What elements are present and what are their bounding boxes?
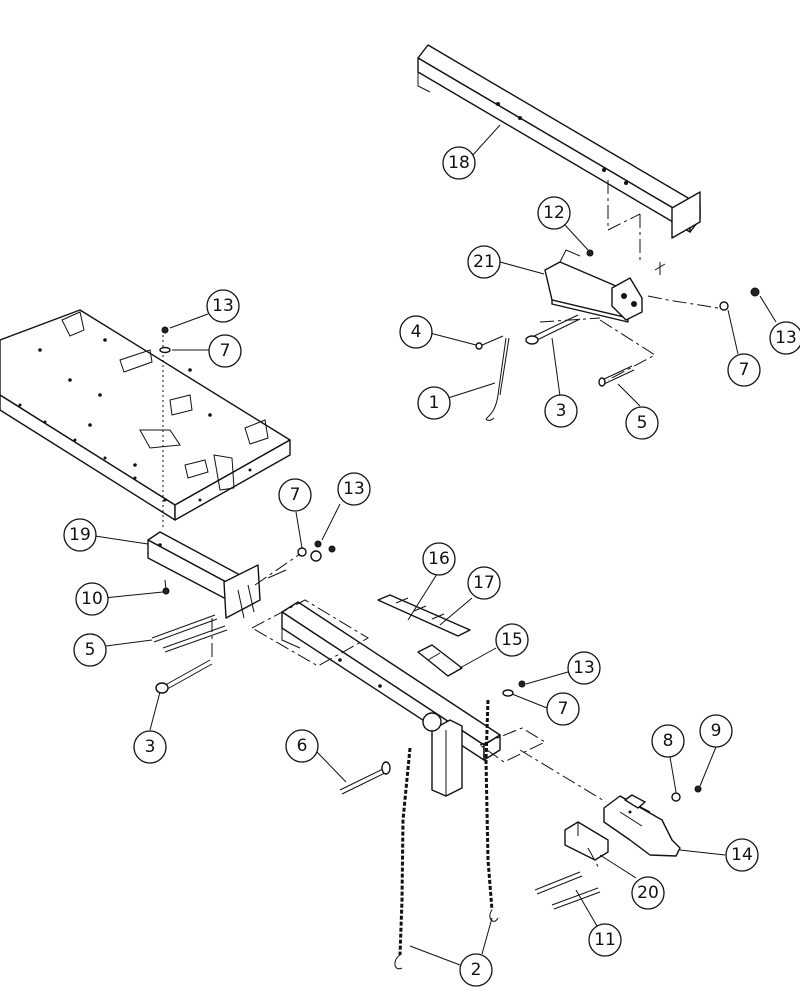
callout-21-label: 21	[473, 252, 495, 272]
callout-20: 20	[631, 876, 665, 910]
callout-17-label: 17	[473, 573, 495, 593]
callout-4: 4	[399, 315, 433, 349]
callout-13-chain-label: 13	[573, 658, 595, 678]
callout-12: 12	[537, 196, 571, 230]
bracket-part-20	[564, 821, 609, 861]
callout-16: 16	[422, 542, 456, 576]
callout-8: 8	[651, 724, 685, 758]
callout-21: 21	[467, 245, 501, 279]
callout-13-upper-right-label: 13	[775, 328, 797, 348]
callout-13-chain: 13	[567, 651, 601, 685]
callout-9: 9	[699, 714, 733, 748]
nut-part-13-upper	[750, 287, 760, 297]
pin-part-3-lower	[155, 659, 213, 694]
callout-12-label: 12	[543, 203, 565, 223]
leader-lines	[94, 124, 777, 966]
callout-7-mid: 7	[278, 478, 312, 512]
washer-part-7-deck	[159, 346, 171, 354]
bolt-part-6	[339, 761, 391, 795]
callout-2-label: 2	[471, 960, 482, 980]
callout-3-upper-label: 3	[556, 401, 567, 421]
callout-5-upper: 5	[625, 406, 659, 440]
callout-6: 6	[285, 729, 319, 763]
nut-part-13-mid	[314, 540, 322, 548]
bolt-part-5-upper	[598, 365, 635, 387]
callout-18-label: 18	[448, 153, 470, 173]
decal-part-16	[377, 594, 471, 637]
callout-3-lower: 3	[133, 730, 167, 764]
callout-6-label: 6	[297, 736, 308, 756]
callout-10: 10	[75, 582, 109, 616]
washer-part-7-upper	[719, 301, 729, 311]
callout-7-upper-right-label: 7	[739, 360, 750, 380]
nut-part-13-mid-b	[328, 545, 336, 553]
callout-14: 14	[725, 838, 759, 872]
callout-7-upper-right: 7	[727, 353, 761, 387]
callout-7-deck: 7	[208, 334, 242, 368]
callout-13-mid: 13	[337, 472, 371, 506]
callout-13-mid-label: 13	[343, 479, 365, 499]
bolts-part-5-lower	[151, 614, 228, 653]
bolts-part-11	[534, 871, 601, 910]
callout-5-lower-label: 5	[85, 640, 96, 660]
callout-11-label: 11	[594, 930, 616, 950]
callout-7-deck-label: 7	[220, 341, 231, 361]
callout-3-upper: 3	[544, 394, 578, 428]
callout-20-label: 20	[637, 883, 659, 903]
callout-19-label: 19	[69, 525, 91, 545]
callout-2: 2	[459, 953, 493, 987]
nut-part-9	[694, 785, 702, 793]
callout-7-chain-label: 7	[558, 699, 569, 719]
deck-plate	[0, 309, 291, 521]
callout-13-deck: 13	[206, 289, 240, 323]
callout-14-label: 14	[731, 845, 753, 865]
callout-15: 15	[495, 623, 529, 657]
hitch-bracket-part-21	[544, 249, 666, 323]
jack-post	[422, 712, 463, 797]
bolt-head-part-10	[162, 587, 170, 595]
lanyard-part-1	[485, 337, 510, 421]
bolt-part-4	[475, 335, 504, 350]
callout-17: 17	[467, 566, 501, 600]
callout-1: 1	[417, 386, 451, 420]
nut-part-13-deck	[161, 326, 169, 334]
callout-9-label: 9	[711, 721, 722, 741]
pin-part-3-upper	[525, 314, 581, 345]
tongue-tube-part-18	[417, 44, 701, 239]
callout-18: 18	[442, 146, 476, 180]
callout-13-deck-label: 13	[212, 296, 234, 316]
callout-7-mid-label: 7	[290, 485, 301, 505]
washer-part-7-mid-b	[310, 550, 322, 562]
callout-3-lower-label: 3	[145, 737, 156, 757]
callout-7-chain: 7	[546, 692, 580, 726]
mount-bracket-part-19	[147, 531, 261, 619]
callout-15-label: 15	[501, 630, 523, 650]
callout-5-lower: 5	[73, 633, 107, 667]
callout-4-label: 4	[411, 322, 422, 342]
washer-part-8	[671, 792, 681, 802]
callout-11: 11	[588, 923, 622, 957]
coupler-part-14	[603, 794, 681, 857]
callout-1-label: 1	[429, 393, 440, 413]
nut-part-13-chain	[518, 680, 526, 688]
callout-8-label: 8	[663, 731, 674, 751]
washer-part-7-chain	[502, 689, 514, 697]
callout-19: 19	[63, 518, 97, 552]
callout-5-upper-label: 5	[637, 413, 648, 433]
callout-13-upper-right: 13	[769, 321, 800, 355]
decal-part-15	[417, 644, 463, 677]
callout-10-label: 10	[81, 589, 103, 609]
callout-16-label: 16	[428, 549, 450, 569]
